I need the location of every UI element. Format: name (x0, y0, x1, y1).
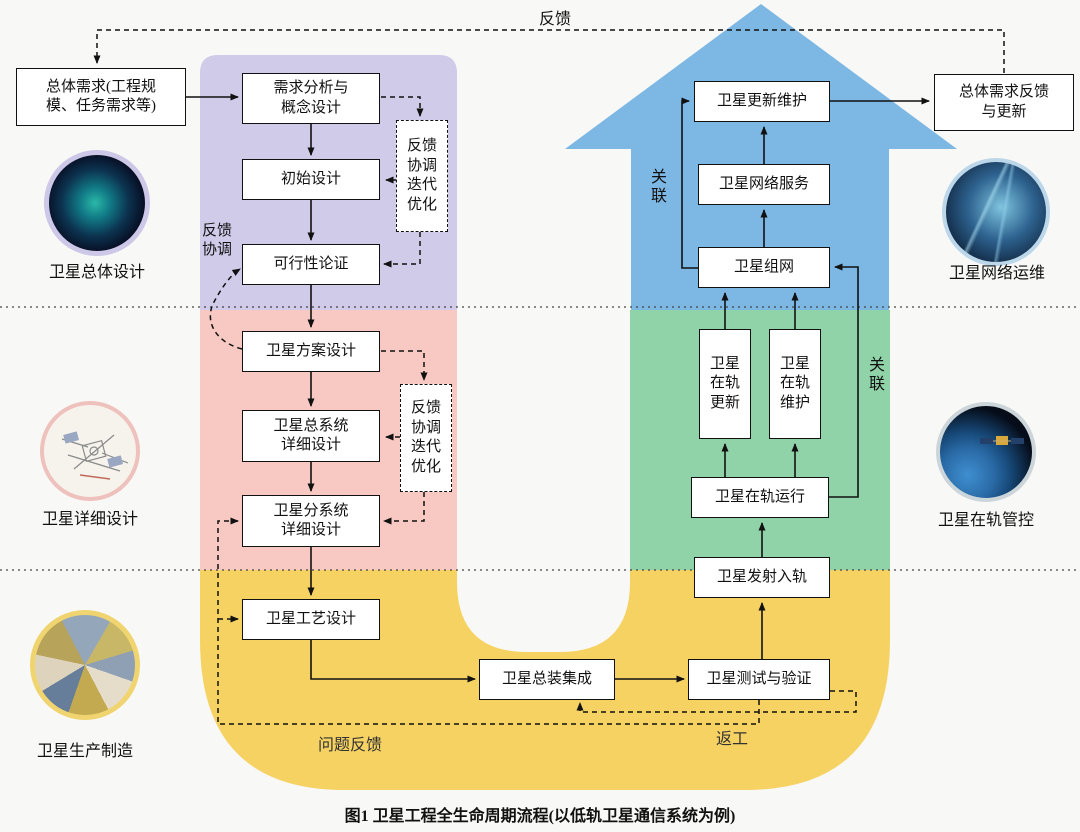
network-arrow-region (565, 4, 957, 310)
label-manufacture: 卫星生产制造 (36, 743, 133, 760)
figure-caption: 图1 卫星工程全生命周期流程(以低轨卫星通信系统为例) (344, 808, 736, 825)
node-overall-requirements: 总体需求(工程规 模、任务需求等) (16, 68, 186, 126)
node-update-maintain: 卫星更新维护 (694, 81, 830, 122)
label-association-right: 关联 (866, 356, 883, 394)
node-requirement-analysis: 需求分析与 概念设计 (242, 73, 380, 124)
node-orbit-update: 卫星 在轨 更新 (699, 329, 751, 439)
label-network-ops: 卫星网络运维 (948, 265, 1045, 282)
node-initial-design: 初始设计 (242, 159, 380, 200)
orbit-region (630, 310, 890, 570)
node-feasibility: 可行性论证 (242, 244, 380, 285)
overall-design-photo (44, 150, 150, 256)
node-orbit-operation: 卫星在轨运行 (691, 477, 829, 518)
label-association-left: 关联 (648, 168, 665, 206)
satellite-drawing (61, 431, 129, 480)
label-orbit-control: 卫星在轨管控 (937, 512, 1034, 529)
node-network-service: 卫星网络服务 (698, 164, 830, 205)
node-iterative-optimization-1: 反馈 协调 迭代 优化 (396, 120, 448, 232)
label-rework: 返工 (715, 731, 748, 748)
label-feedback-top: 反馈 (538, 11, 571, 28)
label-overall-design: 卫星总体设计 (48, 264, 145, 281)
node-networking: 卫星组网 (698, 247, 830, 288)
network-ops-photo (942, 158, 1050, 266)
label-problem-feedback: 问题反馈 (317, 737, 382, 754)
orbit-control-photo (936, 402, 1036, 502)
node-requirement-feedback-update: 总体需求反馈 与更新 (934, 74, 1074, 131)
label-feedback-coordination: 反馈 协调 (201, 223, 232, 258)
manufacture-photo (30, 610, 140, 720)
label-detail-design: 卫星详细设计 (41, 511, 138, 528)
detail-design-photo (40, 401, 140, 501)
satellite-in-orbit (980, 436, 1024, 445)
node-iterative-optimization-2: 反馈 协调 迭代 优化 (400, 384, 452, 492)
node-assembly-integration: 卫星总装集成 (479, 659, 615, 700)
node-scheme-design: 卫星方案设计 (242, 331, 380, 372)
node-system-detail-design: 卫星总系统 详细设计 (242, 410, 380, 462)
node-orbit-maintain: 卫星 在轨 维护 (769, 329, 821, 439)
node-launch: 卫星发射入轨 (694, 557, 830, 598)
node-subsystem-detail-design: 卫星分系统 详细设计 (242, 495, 380, 547)
node-process-design: 卫星工艺设计 (242, 599, 380, 640)
node-test-verification: 卫星测试与验证 (688, 659, 830, 700)
